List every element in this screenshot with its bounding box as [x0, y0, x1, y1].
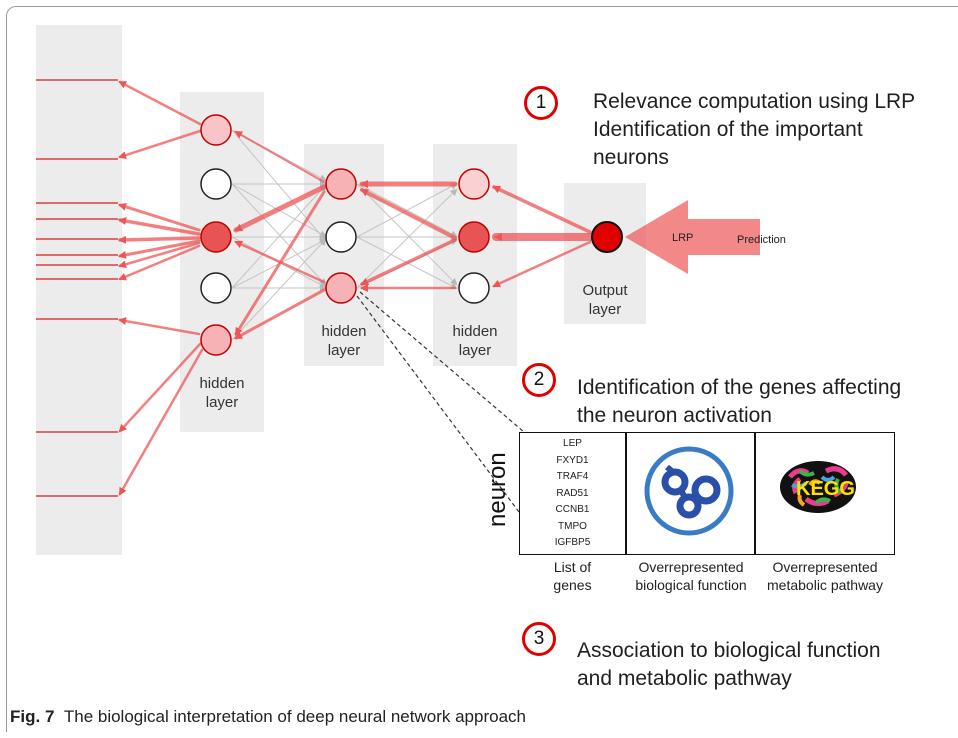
zoom-lines [356, 291, 525, 517]
h1-neuron-5 [200, 324, 232, 356]
hidden-layer-1-panel [180, 92, 264, 432]
h1-neuron-1 [200, 114, 232, 146]
gene-item: RAD51 [556, 487, 589, 499]
go-logo-box [626, 432, 755, 555]
step-3-badge: 3 [522, 622, 556, 656]
kegg-logo-box: KEGG [755, 432, 895, 555]
neurons [200, 114, 623, 356]
input-layer-panel [36, 25, 122, 555]
hidden-layer-1-label: hidden layer [199, 375, 245, 411]
step-1-text: Relevance computation using LRP Identifi… [593, 90, 916, 169]
gene-item: TMPO [558, 520, 587, 532]
h2-neuron-3 [325, 272, 357, 304]
h3-neuron-3 [458, 272, 490, 304]
gene-ontology-logo-icon [644, 446, 734, 536]
relevance-arrows [118, 80, 594, 496]
h1-neuron-4 [200, 272, 232, 304]
step-2-text: Identification of the genes affecting th… [577, 376, 902, 427]
gene-list-caption: List of genes [553, 559, 592, 593]
step-3-text: Association to biological function and m… [577, 639, 881, 690]
h3-neuron-2 [458, 221, 490, 253]
figure-caption: Fig. 7 The biological interpretation of … [10, 707, 526, 727]
h3-neuron-1 [458, 168, 490, 200]
biological-function-caption: Overrepresented biological function [635, 559, 747, 593]
gene-item: CCNB1 [555, 504, 590, 515]
svg-text:KEGG: KEGG [796, 478, 855, 500]
forward-connections [231, 129, 458, 341]
kegg-logo-icon: KEGG [780, 461, 856, 513]
hidden-layer-3-label: hidden layer [452, 323, 498, 359]
step-1-badge: 1 [524, 86, 558, 120]
input-lines [36, 79, 118, 497]
h1-neuron-2 [200, 168, 232, 200]
figure-frame [6, 6, 958, 732]
gene-item: FXYD1 [556, 454, 589, 466]
metabolic-pathway-caption: Overrepresented metabolic pathway [767, 559, 883, 593]
prediction-label: Prediction [737, 234, 786, 246]
figure-number: Fig. 7 [10, 707, 55, 726]
h2-neuron-1 [325, 168, 357, 200]
gene-item: IGFBP5 [554, 537, 591, 548]
output-layer-panel [564, 183, 646, 324]
step-2-badge: 2 [522, 363, 556, 397]
output-layer-label: Output layer [582, 282, 628, 318]
gene-item: LEP [563, 438, 582, 449]
h1-neuron-3 [200, 221, 232, 253]
lrp-arrow [625, 200, 760, 274]
figure-caption-text: The biological interpretation of deep ne… [63, 707, 526, 726]
gene-item: TRAF4 [556, 471, 589, 482]
output-neuron [591, 221, 623, 253]
neuron-label: neuron [484, 452, 511, 527]
hidden-layer-2-label: hidden layer [321, 323, 367, 359]
h2-neuron-2 [325, 221, 357, 253]
lrp-label: LRP [672, 232, 693, 244]
